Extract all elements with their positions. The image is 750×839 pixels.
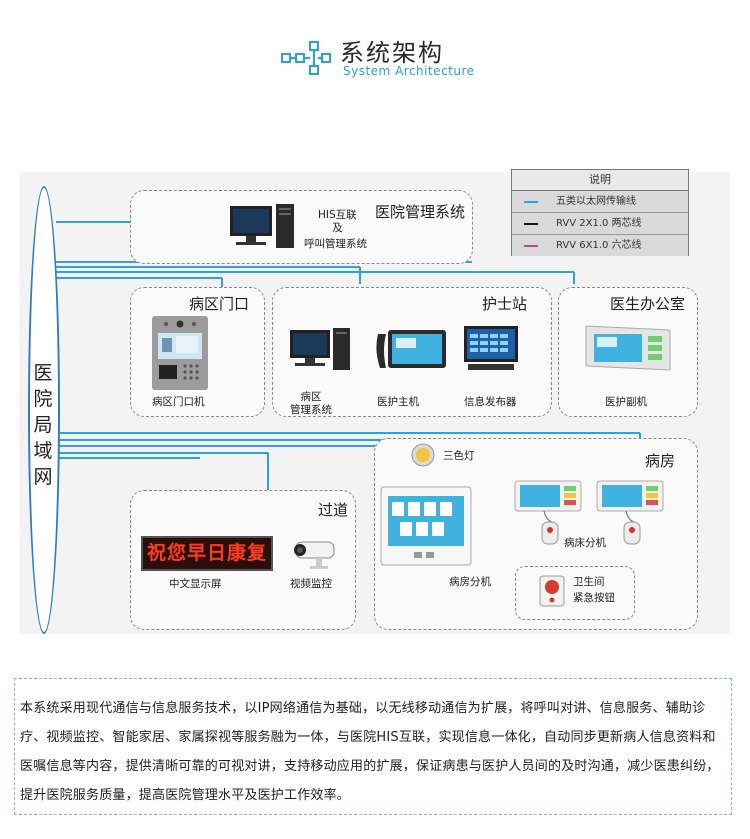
hospital-mgmt-title: 医院管理系统 — [375, 203, 466, 221]
hospital-mgmt-group — [130, 190, 473, 264]
nurse-station-title: 护士站 — [482, 295, 528, 313]
bed-unit-icon — [596, 480, 664, 545]
doctor-sub-unit-label: 医护副机 — [605, 396, 647, 408]
toilet-group — [515, 566, 635, 620]
ward-gate-terminal-icon — [152, 316, 208, 390]
legend-swatch-ethernet — [524, 201, 538, 203]
legend-item: 五类以太网传输线 — [512, 191, 688, 213]
nurse-host-label: 医护主机 — [377, 396, 419, 408]
hospital-lan-label: 医院局域网 — [33, 362, 53, 488]
description-box — [14, 678, 732, 815]
doctor-office-title: 医生办公室 — [610, 295, 686, 313]
info-publisher-label: 信息发布器 — [464, 396, 517, 408]
his-computer-icon — [230, 204, 294, 248]
description-text: 本系统采用现代通信与信息服务技术，以IP网络通信为基础，以无线移动通信为扩展，将… — [20, 701, 720, 803]
emergency-button-icon — [539, 575, 565, 607]
toilet-label: 卫生间 — [573, 576, 605, 588]
led-display-board: 祝您早日康复 — [141, 536, 273, 571]
hospital-lan-ellipse — [28, 186, 60, 634]
ward-mgmt-computer-icon — [290, 328, 350, 370]
bed-unit-label: 病床分机 — [564, 537, 606, 549]
led-display-label: 中文显示屏 — [169, 578, 222, 590]
ward-room-title: 病房 — [645, 452, 676, 470]
tricolor-light-icon — [411, 443, 435, 467]
call-mgmt-label: 呼叫管理系统 — [304, 238, 367, 250]
room-unit-icon — [380, 486, 472, 566]
legend-swatch-six-core — [524, 245, 538, 247]
legend-title: 说明 — [512, 170, 688, 191]
ward-gate-device-label: 病区门口机 — [152, 396, 205, 408]
page-subtitle: System Architecture — [343, 64, 475, 78]
info-publisher-icon — [464, 326, 518, 370]
tricolor-light-label: 三色灯 — [443, 450, 475, 462]
nurse-host-icon — [376, 330, 446, 368]
emergency-button-label: 紧急按钮 — [573, 592, 615, 604]
legend-swatch-two-core — [524, 223, 538, 225]
legend: 说明 五类以太网传输线 RVV 2X1.0 两芯线 RVV 6X1.0 六芯线 — [511, 169, 689, 256]
camera-icon — [294, 541, 335, 569]
ward-mgmt-label: 病区 管理系统 — [290, 391, 332, 416]
page-title: 系统架构 — [340, 39, 444, 67]
his-label: HIS互联 及 — [318, 209, 357, 234]
doctor-sub-unit-icon — [585, 325, 671, 371]
room-unit-label: 病房分机 — [449, 576, 491, 588]
corridor-title: 过道 — [318, 501, 349, 519]
legend-item: RVV 6X1.0 六芯线 — [512, 235, 688, 256]
legend-item: RVV 2X1.0 两芯线 — [512, 213, 688, 235]
camera-label: 视频监控 — [290, 578, 332, 590]
bed-unit-icon — [514, 480, 582, 545]
ward-gate-title: 病区门口 — [189, 295, 250, 313]
architecture-logo-icon — [281, 41, 331, 75]
